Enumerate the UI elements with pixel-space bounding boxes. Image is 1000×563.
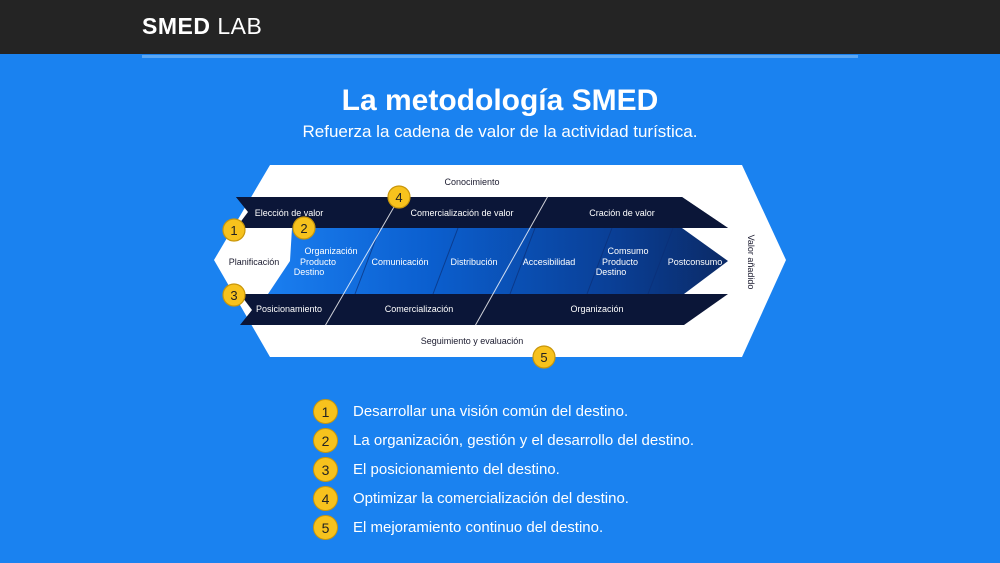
label-valor-anadido: Valor añadido	[746, 235, 756, 290]
middle-chevron	[268, 228, 728, 294]
legend-item: 3 El posicionamiento del destino.	[313, 455, 813, 484]
marker-4-label: 4	[395, 190, 402, 205]
legend-item: 2 La organización, gestión y el desarrol…	[313, 426, 813, 455]
legend-item: 1 Desarrollar una visión común del desti…	[313, 397, 813, 426]
marker-5-label: 5	[540, 350, 547, 365]
page-title: La metodología SMED	[341, 84, 659, 117]
label-mid-destino-2: Destino	[596, 267, 627, 277]
label-planificacion: Planificación	[229, 257, 280, 267]
label-mid-producto: Producto	[300, 257, 336, 267]
legend-item: 4 Optimizar la comercialización del dest…	[313, 484, 813, 513]
page-subtitle: Refuerza la cadena de valor de la activi…	[302, 122, 698, 141]
legend-badge: 3	[313, 457, 338, 482]
legend-item: 5 El mejoramiento continuo del destino.	[313, 513, 813, 542]
marker-4: 4	[387, 185, 411, 209]
legend-list: 1 Desarrollar una visión común del desti…	[313, 397, 813, 542]
brand-logo: SMED LAB	[142, 13, 262, 40]
marker-5: 5	[532, 345, 556, 369]
accent-divider	[142, 55, 858, 58]
label-mid-organizacion: Organización	[304, 246, 357, 256]
label-mid-distribucion: Distribución	[450, 257, 497, 267]
label-mid-comunicacion: Comunicación	[371, 257, 428, 267]
label-top-1: Elección de valor	[255, 208, 324, 218]
marker-2: 2	[292, 216, 316, 240]
marker-1-label: 1	[230, 223, 237, 238]
legend-badge: 1	[313, 399, 338, 424]
legend-badge: 5	[313, 515, 338, 540]
label-mid-destino: Destino	[294, 267, 325, 277]
marker-2-label: 2	[300, 221, 307, 236]
top-band-main	[236, 197, 728, 228]
label-bottom-3: Organización	[570, 304, 623, 314]
marker-1: 1	[222, 218, 246, 242]
brand-bold: SMED	[142, 13, 211, 39]
label-bottom-1: Posicionamiento	[256, 304, 322, 314]
legend-badge: 2	[313, 428, 338, 453]
legend-text: Desarrollar una visión común del destino…	[353, 403, 629, 420]
label-mid-accesibilidad: Accesibilidad	[523, 257, 576, 267]
legend-text: La organización, gestión y el desarrollo…	[353, 432, 695, 449]
label-mid-postconsumo: Postconsumo	[668, 257, 723, 267]
legend-text: El mejoramiento continuo del destino.	[353, 519, 604, 536]
label-conocimiento: Conocimiento	[444, 177, 499, 187]
diagram-markers: 1 2 3 4 5	[222, 185, 556, 369]
label-top-2: Comercialización de valor	[410, 208, 513, 218]
diagonal-lines	[324, 195, 549, 327]
label-seguimiento: Seguimiento y evaluación	[421, 336, 524, 346]
marker-3: 3	[222, 283, 246, 307]
label-bottom-2: Comercialización	[385, 304, 454, 314]
brand-light: LAB	[217, 13, 263, 39]
marker-3-label: 3	[230, 288, 237, 303]
legend-text: El posicionamiento del destino.	[353, 461, 560, 478]
label-top-3: Cración de valor	[589, 208, 655, 218]
top-bar: SMED LAB	[0, 0, 1000, 54]
label-mid-comsumo: Comsumo	[607, 246, 648, 256]
legend-badge: 4	[313, 486, 338, 511]
legend-text: Optimizar la comercialización del destin…	[353, 490, 629, 507]
label-mid-producto-2: Producto	[602, 257, 638, 267]
